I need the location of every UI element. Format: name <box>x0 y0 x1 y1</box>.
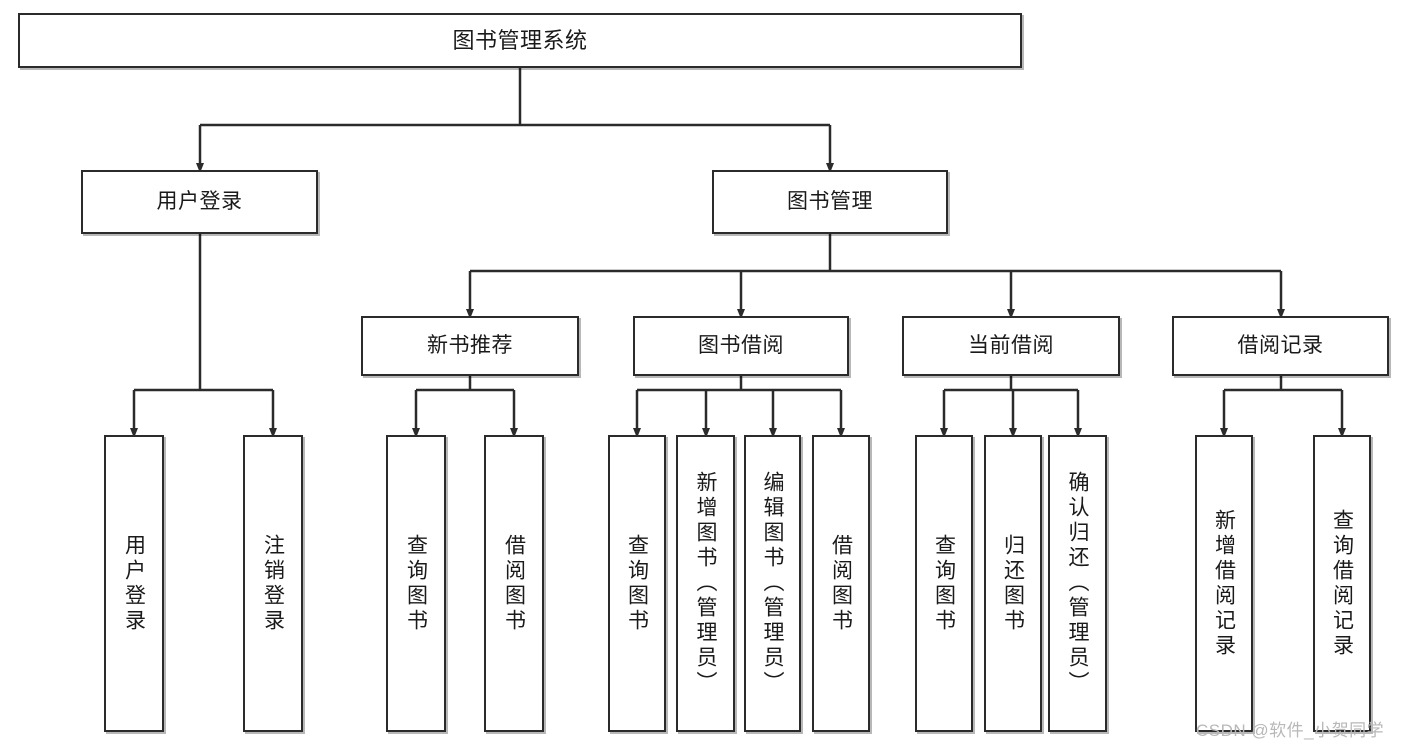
node-leaf-rec-1[interactable]: 新增借阅记录 <box>1195 435 1253 732</box>
node-records[interactable]: 借阅记录 <box>1172 316 1389 376</box>
node-label: 借阅记录 <box>1237 333 1324 357</box>
node-leaf-borrow-4[interactable]: 借阅图书 <box>812 435 870 732</box>
node-label: 借阅图书 <box>502 533 526 634</box>
node-leaf-borrow-2[interactable]: 新增图书（管理员） <box>676 435 735 732</box>
node-bookmgmt[interactable]: 图书管理 <box>712 170 948 234</box>
node-label: 新书推荐 <box>427 333 513 357</box>
node-label: 确认归还（管理员） <box>1066 471 1089 696</box>
node-leaf-login-1[interactable]: 用户登录 <box>104 435 164 732</box>
node-current[interactable]: 当前借阅 <box>902 316 1120 376</box>
node-leaf-borrow-3[interactable]: 编辑图书（管理员） <box>744 435 801 732</box>
node-leaf-new-2[interactable]: 借阅图书 <box>484 435 544 732</box>
node-root[interactable]: 图书管理系统 <box>18 13 1022 68</box>
node-label: 查询借阅记录 <box>1330 508 1354 659</box>
node-label: 注销登录 <box>261 533 285 634</box>
node-newbook[interactable]: 新书推荐 <box>361 316 579 376</box>
edges <box>134 68 1342 433</box>
node-login[interactable]: 用户登录 <box>81 170 318 234</box>
node-label: 当前借阅 <box>968 333 1054 357</box>
node-label: 图书管理系统 <box>452 27 588 53</box>
node-label: 查询图书 <box>404 533 428 634</box>
node-label: 新增图书（管理员） <box>694 471 717 696</box>
node-label: 用户登录 <box>122 533 146 634</box>
node-leaf-rec-2[interactable]: 查询借阅记录 <box>1313 435 1371 732</box>
node-borrow[interactable]: 图书借阅 <box>633 316 849 376</box>
node-label: 图书管理 <box>787 189 873 213</box>
node-leaf-cur-3[interactable]: 确认归还（管理员） <box>1048 435 1107 732</box>
node-leaf-cur-2[interactable]: 归还图书 <box>984 435 1042 732</box>
node-leaf-borrow-1[interactable]: 查询图书 <box>608 435 666 732</box>
node-label: 查询图书 <box>625 533 649 634</box>
node-leaf-new-1[interactable]: 查询图书 <box>386 435 446 732</box>
node-label: 新增借阅记录 <box>1212 508 1236 659</box>
node-label: 编辑图书（管理员） <box>761 471 784 696</box>
node-label: 借阅图书 <box>829 533 853 634</box>
node-label: 查询图书 <box>932 533 956 634</box>
node-leaf-login-2[interactable]: 注销登录 <box>243 435 303 732</box>
node-label: 用户登录 <box>156 189 243 213</box>
node-leaf-cur-1[interactable]: 查询图书 <box>915 435 973 732</box>
node-label: 归还图书 <box>1001 533 1025 634</box>
node-label: 图书借阅 <box>698 333 784 357</box>
